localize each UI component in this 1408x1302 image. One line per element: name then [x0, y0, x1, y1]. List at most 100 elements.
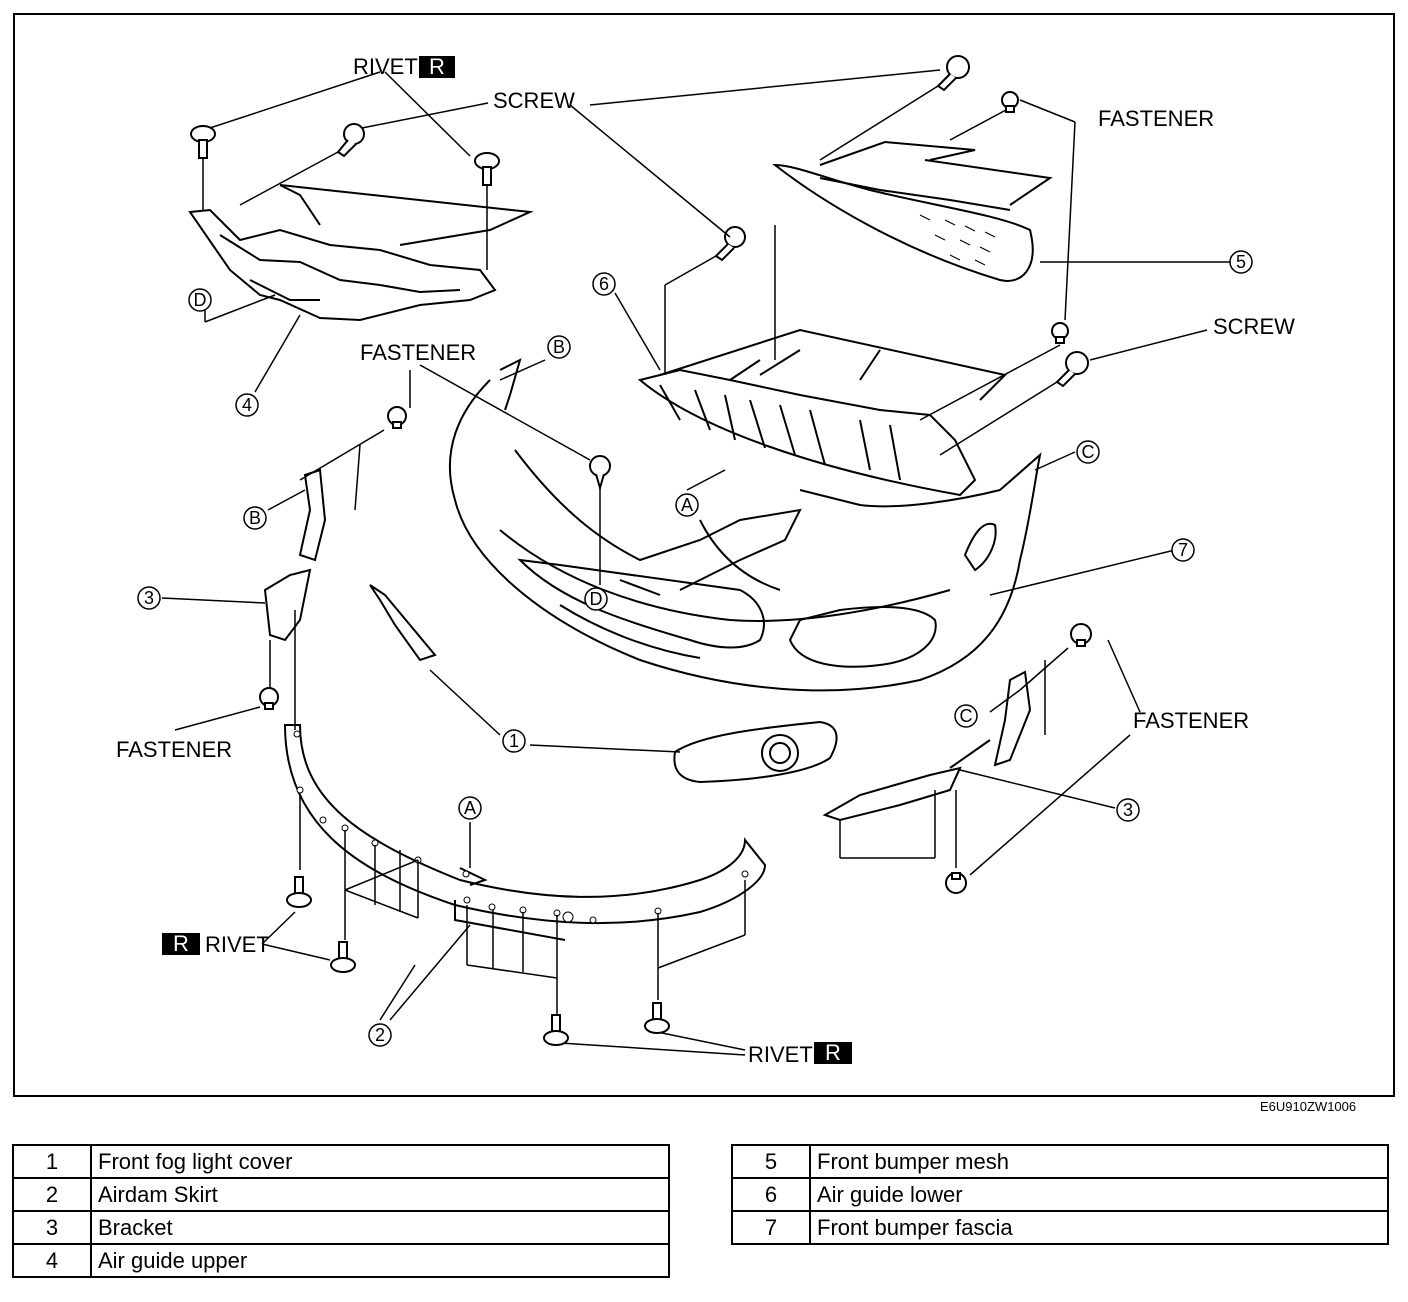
legend-number: 6 [731, 1177, 811, 1212]
svg-text:B: B [553, 337, 565, 357]
callout-3: 3 [1116, 798, 1140, 822]
svg-text:A: A [681, 495, 693, 515]
legend-row: 5 Front bumper mesh [731, 1144, 1389, 1179]
callout-2: 2 [368, 1023, 392, 1047]
fastener-icon [589, 455, 611, 492]
screw-icon [714, 226, 746, 262]
legend-row: 3 Bracket [12, 1210, 670, 1245]
screw-icon [936, 55, 970, 92]
svg-text:3: 3 [144, 588, 154, 608]
fastener-icon [1070, 623, 1092, 647]
legend-row: 1 Front fog light cover [12, 1144, 670, 1179]
screw-label: SCREW [1213, 314, 1295, 339]
svg-text:5: 5 [1236, 252, 1246, 272]
r-badge [814, 1042, 852, 1064]
rivet-label: RIVET [748, 1042, 813, 1067]
svg-text:C: C [1082, 442, 1095, 462]
svg-text:C: C [960, 706, 973, 726]
callout-b: B [243, 506, 267, 530]
svg-text:2: 2 [375, 1025, 385, 1045]
screw-label: SCREW [493, 88, 575, 113]
fastener-icon [1001, 91, 1019, 113]
r-badge-text: R [173, 931, 189, 956]
fastener-label: FASTENER [360, 340, 476, 365]
fastener-label: FASTENER [116, 737, 232, 762]
callout-d: D [188, 288, 212, 312]
bracket-left-part [263, 468, 327, 642]
svg-text:D: D [590, 589, 603, 609]
callout-d: D [584, 587, 608, 611]
parts-legend-right: 5 Front bumper mesh 6 Air guide lower 7 … [731, 1144, 1389, 1245]
callout-6: 6 [592, 272, 616, 296]
r-badge [162, 933, 200, 955]
callout-7: 7 [1171, 538, 1195, 562]
screw-icon [336, 123, 365, 158]
r-badge-text: R [429, 54, 445, 79]
svg-text:D: D [194, 290, 207, 310]
legend-row: 6 Air guide lower [731, 1177, 1389, 1212]
svg-text:A: A [464, 798, 476, 818]
legend-number: 5 [731, 1144, 811, 1179]
diagram-frame [13, 13, 1395, 1097]
rivet-icon [474, 152, 500, 186]
legend-part-name: Front fog light cover [90, 1144, 670, 1179]
leader-lines-part-1 [429, 669, 681, 753]
callout-c: C [954, 704, 978, 728]
fastener-label: FASTENER [1098, 106, 1214, 131]
svg-text:3: 3 [1123, 800, 1133, 820]
svg-text:B: B [249, 508, 261, 528]
legend-part-name: Bracket [90, 1210, 670, 1245]
exploded-parts-diagram: RIVET R SCREW FASTENER SCREW FASTENER FA… [13, 13, 1395, 1097]
front-bumper-mesh-part [772, 140, 1053, 282]
bracket-right-part [822, 670, 1032, 822]
rivet-label: RIVET [353, 54, 418, 79]
parts-legend-left: 1 Front fog light cover 2 Airdam Skirt 3… [12, 1144, 670, 1278]
skirt-rivet-lines [261, 795, 746, 1056]
fastener-label: FASTENER [1133, 708, 1249, 733]
callout-b: B [547, 335, 571, 359]
rivet-icon [190, 125, 216, 159]
rivet-icon [644, 1002, 670, 1034]
skirt-holes [293, 730, 749, 924]
callout-a: A [458, 796, 482, 820]
legend-number: 2 [12, 1177, 92, 1212]
screw-icon [1055, 351, 1089, 388]
legend-row: 4 Air guide upper [12, 1243, 670, 1278]
svg-text:4: 4 [242, 395, 252, 415]
legend-part-name: Front bumper fascia [809, 1210, 1389, 1245]
legend-part-name: Airdam Skirt [90, 1177, 670, 1212]
legend-part-name: Air guide upper [90, 1243, 670, 1278]
air-guide-upper-part [188, 184, 534, 322]
callout-5: 5 [1229, 250, 1253, 274]
front-bumper-fascia-part [448, 358, 1042, 692]
leader-lines-part-4 [202, 71, 489, 393]
legend-number: 4 [12, 1243, 92, 1278]
air-guide-lower-part [637, 328, 1007, 497]
callout-4: 4 [235, 393, 259, 417]
fastener-icon [387, 406, 407, 429]
figure-code: E6U910ZW1006 [1260, 1099, 1357, 1114]
svg-text:7: 7 [1178, 540, 1188, 560]
rivet-icon [543, 1014, 569, 1046]
callout-c: C [1076, 440, 1100, 464]
callout-1: 1 [502, 729, 526, 753]
fastener-icon [945, 872, 967, 894]
fastener-icon [1051, 322, 1069, 344]
legend-row: 7 Front bumper fascia [731, 1210, 1389, 1245]
legend-number: 3 [12, 1210, 92, 1245]
svg-text:6: 6 [599, 274, 609, 294]
callout-3: 3 [137, 586, 161, 610]
leader-lines-part-3-right [839, 639, 1141, 876]
svg-text:1: 1 [509, 731, 519, 751]
legend-part-name: Air guide lower [809, 1177, 1389, 1212]
fastener-icon [259, 687, 279, 710]
r-badge [419, 56, 455, 78]
legend-row: 2 Airdam Skirt [12, 1177, 670, 1212]
r-badge-text: R [825, 1040, 841, 1065]
legend-part-name: Front bumper mesh [809, 1144, 1389, 1179]
rivet-label: RIVET [205, 932, 270, 957]
callout-a: A [675, 493, 699, 517]
legend-number: 7 [731, 1210, 811, 1245]
rivet-icon [330, 941, 356, 973]
front-fog-light-cover-part [369, 584, 838, 784]
